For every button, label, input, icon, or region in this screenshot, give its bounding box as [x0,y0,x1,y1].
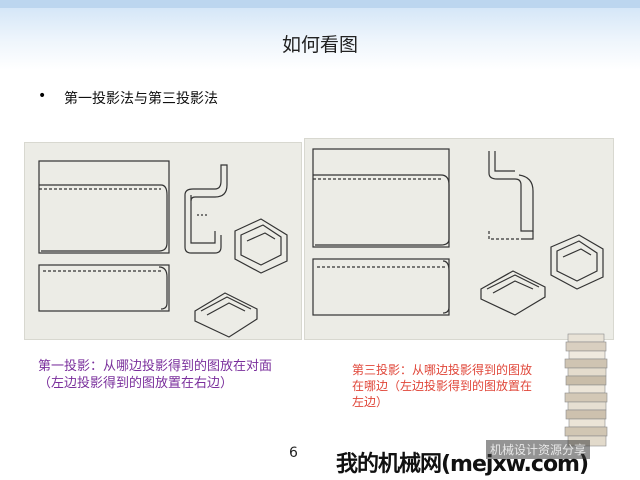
top-band [0,0,640,8]
first-angle-drawing [38,160,288,338]
side-view-outline [184,195,222,254]
front-view-outline [38,160,170,254]
first-angle-panel [24,142,302,340]
source-badge: 机械设计资源分享 [486,440,591,459]
slide-title: 如何看图 [281,34,358,56]
iso-part-upper [234,218,288,274]
bullet-icon: • [38,88,47,104]
page-number: 6 [289,445,298,461]
top-view-outline [38,264,170,312]
caption-third-angle: 第三投影：从哪边投影得到的图放在哪边（左边投影得到的图放置在左边） [352,363,533,409]
third-angle-drawing [312,148,604,316]
iso-part-upper-right [550,234,604,290]
books-icon [564,333,608,447]
iso-part-lower-right [480,270,546,316]
side-view-outline-right [488,151,534,232]
third-angle-panel [304,138,614,340]
caption-first-angle: 第一投影：从哪边投影得到的图放在对面（左边投影得到的图放置在右边） [38,359,273,391]
top-view-outline-right [312,148,450,248]
iso-part-lower [194,292,258,338]
bullet-text: 第一投影法与第三投影法 [64,91,218,107]
